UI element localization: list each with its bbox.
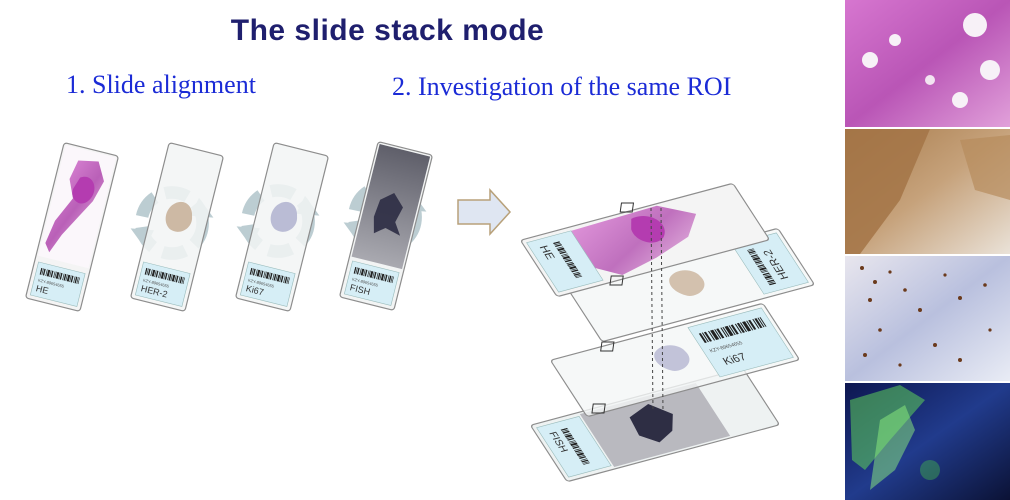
tissue-panel-fish — [845, 383, 1010, 500]
slide-he: KZY-89654655 HE — [25, 142, 119, 312]
barcode-number: KZY-89654655 — [248, 277, 276, 288]
stack-slide-ki67: KZY-89654655 Ki67 — [550, 303, 800, 417]
slide-label: FISH — [349, 282, 371, 297]
slide-fish: KZY-89654655 FISH — [339, 141, 433, 311]
slide-label: Ki67 — [721, 352, 749, 368]
slide-label: Ki67 — [245, 283, 265, 297]
slide-label: HE — [35, 283, 50, 296]
slide-ki67: KZY-89654655 Ki67 — [235, 142, 329, 312]
tissue-panel-he — [845, 0, 1010, 127]
tissue-panel-her2 — [845, 129, 1010, 254]
step-1-label: 1. Slide alignment — [66, 70, 256, 99]
barcode-number: KZY-89654655 — [143, 277, 171, 288]
slide-her2: KZY-89654655 HER-2 — [130, 142, 224, 312]
page-title: The slide stack mode — [230, 14, 545, 47]
barcode-number: KZY-89654655 — [38, 277, 66, 288]
tissue-panel-ki67 — [845, 256, 1010, 381]
step-2-label: 2. Investigation of the same ROI — [392, 72, 732, 101]
stack-slide-he: HE — [520, 183, 770, 297]
arrow-right-icon — [457, 188, 512, 236]
stack-slide-her2: HER-2 — [565, 228, 815, 342]
barcode-number: KZY-89654655 — [352, 276, 380, 287]
roi-column — [650, 207, 664, 413]
roi-marker-icon — [591, 202, 635, 414]
